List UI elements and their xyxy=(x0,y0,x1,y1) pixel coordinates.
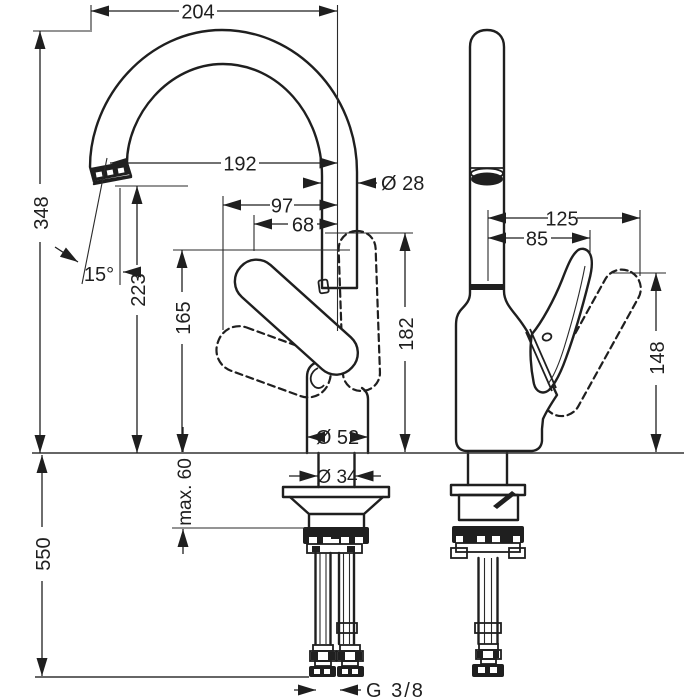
lever-stripe xyxy=(547,265,586,385)
dim-192: 192 xyxy=(110,154,338,176)
handle-clip xyxy=(317,278,330,295)
gasket-notch xyxy=(492,536,500,543)
dim-148: 148 xyxy=(610,272,669,452)
dim-label-550: 550 xyxy=(33,537,55,570)
dim-label-165: 165 xyxy=(173,301,195,334)
gasket-notch xyxy=(323,537,331,544)
dim-204: 204 xyxy=(90,2,337,30)
left-view xyxy=(88,28,391,677)
dim-label-223: 223 xyxy=(128,273,150,306)
joint-band xyxy=(469,284,505,290)
dim-label-182: 182 xyxy=(396,317,418,350)
dim-label-d52: Ø 52 xyxy=(316,427,359,449)
right-view xyxy=(449,28,642,677)
escutcheon-wedge xyxy=(493,491,516,509)
dim-diameter-28: Ø 28 xyxy=(303,173,424,195)
mounting-gasket xyxy=(303,527,369,544)
dim-diameter-34: Ø 34 xyxy=(289,467,381,488)
gasket-notch xyxy=(309,537,317,544)
handle-dashed-up xyxy=(337,229,382,393)
dim-max-60: max. 60 xyxy=(172,427,307,554)
dim-97: 97 xyxy=(222,196,338,330)
dim-diameter-52: Ø 52 xyxy=(307,427,368,449)
dim-85: 85 xyxy=(488,229,591,254)
cartridge-ring xyxy=(525,331,553,392)
dim-label-g38: G 3/8 xyxy=(366,680,425,700)
aerator-notch xyxy=(106,169,114,176)
dim-label-68: 68 xyxy=(292,215,314,237)
bracket-nut xyxy=(347,546,355,552)
gasket-notch xyxy=(513,536,520,543)
spout-outline xyxy=(88,28,359,290)
handle-dashed-down xyxy=(215,325,332,399)
gasket-notch xyxy=(456,536,463,543)
body-fill xyxy=(307,360,368,453)
dimensions: 204 348 192 Ø 28 97 xyxy=(31,2,669,700)
escutcheon-skirt xyxy=(288,495,385,529)
bracket-tab xyxy=(450,547,468,559)
dim-label-204: 204 xyxy=(181,2,214,24)
lever-pin xyxy=(541,332,553,342)
dim-550: 550 xyxy=(33,455,55,676)
gasket-notch xyxy=(341,537,349,544)
dim-label-85: 85 xyxy=(526,229,548,251)
dim-label-148: 148 xyxy=(647,341,669,374)
bracket-tab xyxy=(508,547,526,559)
dim-182: 182 xyxy=(325,232,418,452)
dim-label-d34: Ø 34 xyxy=(316,467,358,488)
outlet-dark xyxy=(471,172,503,186)
cartridge-ring xyxy=(529,328,557,389)
aerator-lip xyxy=(92,175,133,186)
front-lever xyxy=(529,247,593,394)
front-gasket xyxy=(452,526,524,543)
dim-68: 68 xyxy=(253,215,338,251)
dim-165: 165 xyxy=(173,249,350,452)
gasket-notch xyxy=(477,536,485,543)
dim-348: 348 xyxy=(31,31,53,453)
dim-label-d28: Ø 28 xyxy=(381,173,424,195)
bracket-nut xyxy=(312,546,320,552)
aerator-notch xyxy=(95,171,103,178)
supply-hoses xyxy=(314,551,358,646)
dim-label-15deg: 15° xyxy=(84,264,114,286)
dim-label-192: 192 xyxy=(223,154,256,176)
dim-125: 125 xyxy=(487,209,641,281)
dim-label-125: 125 xyxy=(545,209,578,231)
mounting-bracket xyxy=(306,543,363,554)
dim-label-348: 348 xyxy=(31,196,53,229)
dim-g38: G 3/8 xyxy=(294,680,425,700)
front-hose xyxy=(472,556,504,677)
dim-223: 223 xyxy=(115,185,188,453)
gasket-slot xyxy=(331,539,339,552)
handle-lever xyxy=(233,258,360,376)
dim-label-max60: max. 60 xyxy=(175,458,196,526)
dim-angle-15: 15° xyxy=(54,157,141,286)
body-right-edge xyxy=(360,386,370,455)
aerator-notch xyxy=(117,167,125,174)
dim-label-97: 97 xyxy=(271,196,293,218)
handle-hook xyxy=(309,367,325,389)
escutcheon-plate xyxy=(281,485,391,499)
front-escutcheon-skirt xyxy=(457,493,520,522)
hose-connector-right xyxy=(336,644,364,677)
hose-connector-left xyxy=(309,644,337,677)
gasket-notch xyxy=(355,537,363,544)
